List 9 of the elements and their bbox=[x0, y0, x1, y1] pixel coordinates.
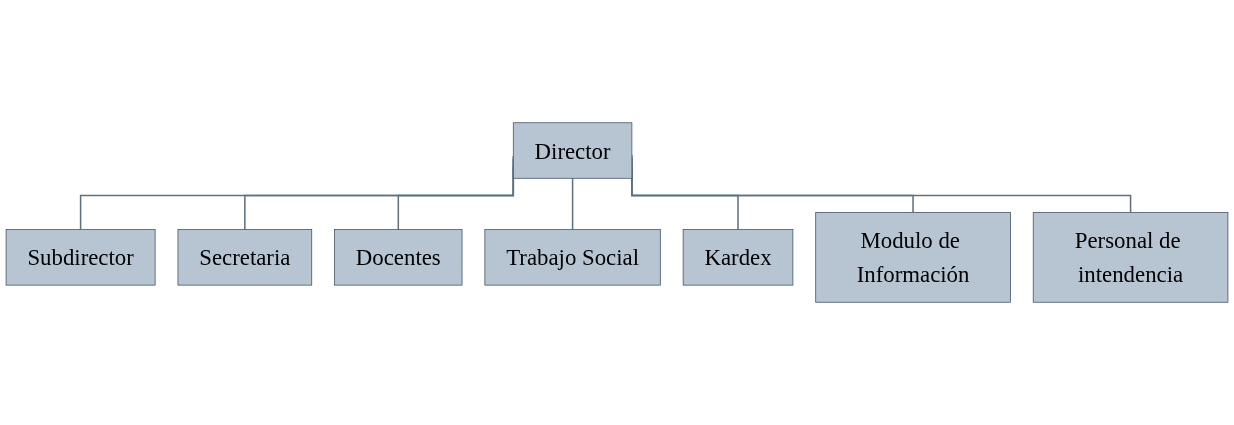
node-box: Personal de intendencia bbox=[1032, 212, 1229, 303]
connector bbox=[571, 177, 574, 231]
node-box: Modulo de Información bbox=[815, 212, 1011, 303]
node-box: Kardex bbox=[682, 229, 794, 286]
node-box: Trabajo Social bbox=[484, 229, 661, 286]
node-box: Subdirector bbox=[5, 229, 156, 286]
node-box: Docentes bbox=[334, 229, 463, 286]
node-box: Secretaria bbox=[177, 229, 313, 286]
node-box: Director bbox=[512, 122, 633, 179]
